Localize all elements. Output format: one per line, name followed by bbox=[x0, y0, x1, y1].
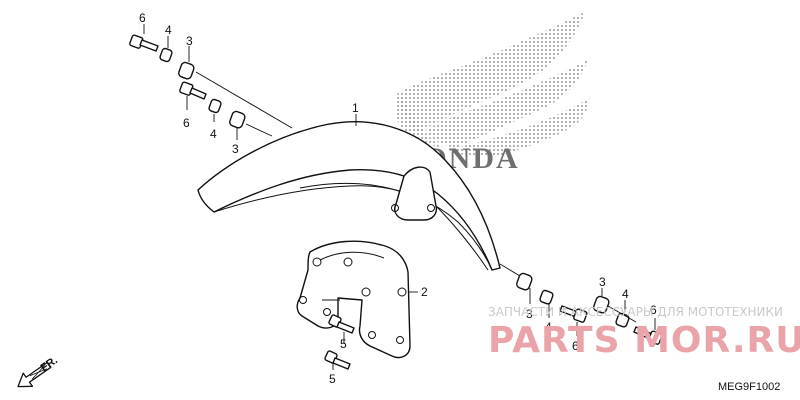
bolt-5-upper bbox=[328, 314, 355, 334]
watermark-top-text: ЗАПЧАСТИ И АКСЕССУАРЫ ДЛЯ МОТОТЕХНИКИ bbox=[488, 305, 783, 319]
fender-bracket bbox=[296, 240, 411, 359]
callout-4: 4 bbox=[545, 320, 552, 334]
collar-4-mid bbox=[208, 98, 222, 114]
grommet-3-lower-right bbox=[593, 295, 610, 314]
front-fender bbox=[197, 121, 501, 271]
bolt-6-upper bbox=[129, 34, 159, 52]
wing-logo-icon bbox=[395, 12, 590, 157]
callout-1: 1 bbox=[352, 101, 359, 115]
grommet-3-mid bbox=[229, 110, 246, 129]
grommet-3-lower-left bbox=[516, 272, 533, 291]
callout-5: 5 bbox=[329, 372, 336, 386]
callout-6: 6 bbox=[650, 303, 657, 317]
callout-4: 4 bbox=[165, 23, 172, 37]
collar-4-lower-left bbox=[539, 289, 554, 305]
front-direction-arrow-icon bbox=[17, 361, 52, 388]
collar-4-lower-right bbox=[615, 312, 630, 328]
callout-5: 5 bbox=[340, 337, 347, 351]
bolt-5-lower bbox=[324, 350, 351, 370]
callout-4: 4 bbox=[622, 287, 629, 301]
callout-6: 6 bbox=[183, 116, 190, 130]
leader-lines bbox=[143, 24, 656, 370]
callout-6: 6 bbox=[572, 339, 579, 353]
collar-4-upper bbox=[159, 47, 173, 63]
watermark-brand-text: PARTS MOR.RU bbox=[488, 320, 800, 361]
callout-4: 4 bbox=[210, 127, 217, 141]
bolt-6-mid bbox=[179, 81, 207, 100]
callout-6: 6 bbox=[139, 11, 146, 25]
callout-3: 3 bbox=[186, 34, 193, 48]
callout-3: 3 bbox=[232, 142, 239, 156]
callout-2: 2 bbox=[421, 285, 428, 299]
callout-3: 3 bbox=[599, 275, 606, 289]
bolt-6-lower-right bbox=[633, 326, 663, 345]
bolt-6-lower-left bbox=[559, 305, 588, 323]
callout-3: 3 bbox=[526, 307, 533, 321]
grommet-3-upper bbox=[178, 61, 195, 80]
diagram-code: MEG9F1002 bbox=[718, 381, 780, 393]
